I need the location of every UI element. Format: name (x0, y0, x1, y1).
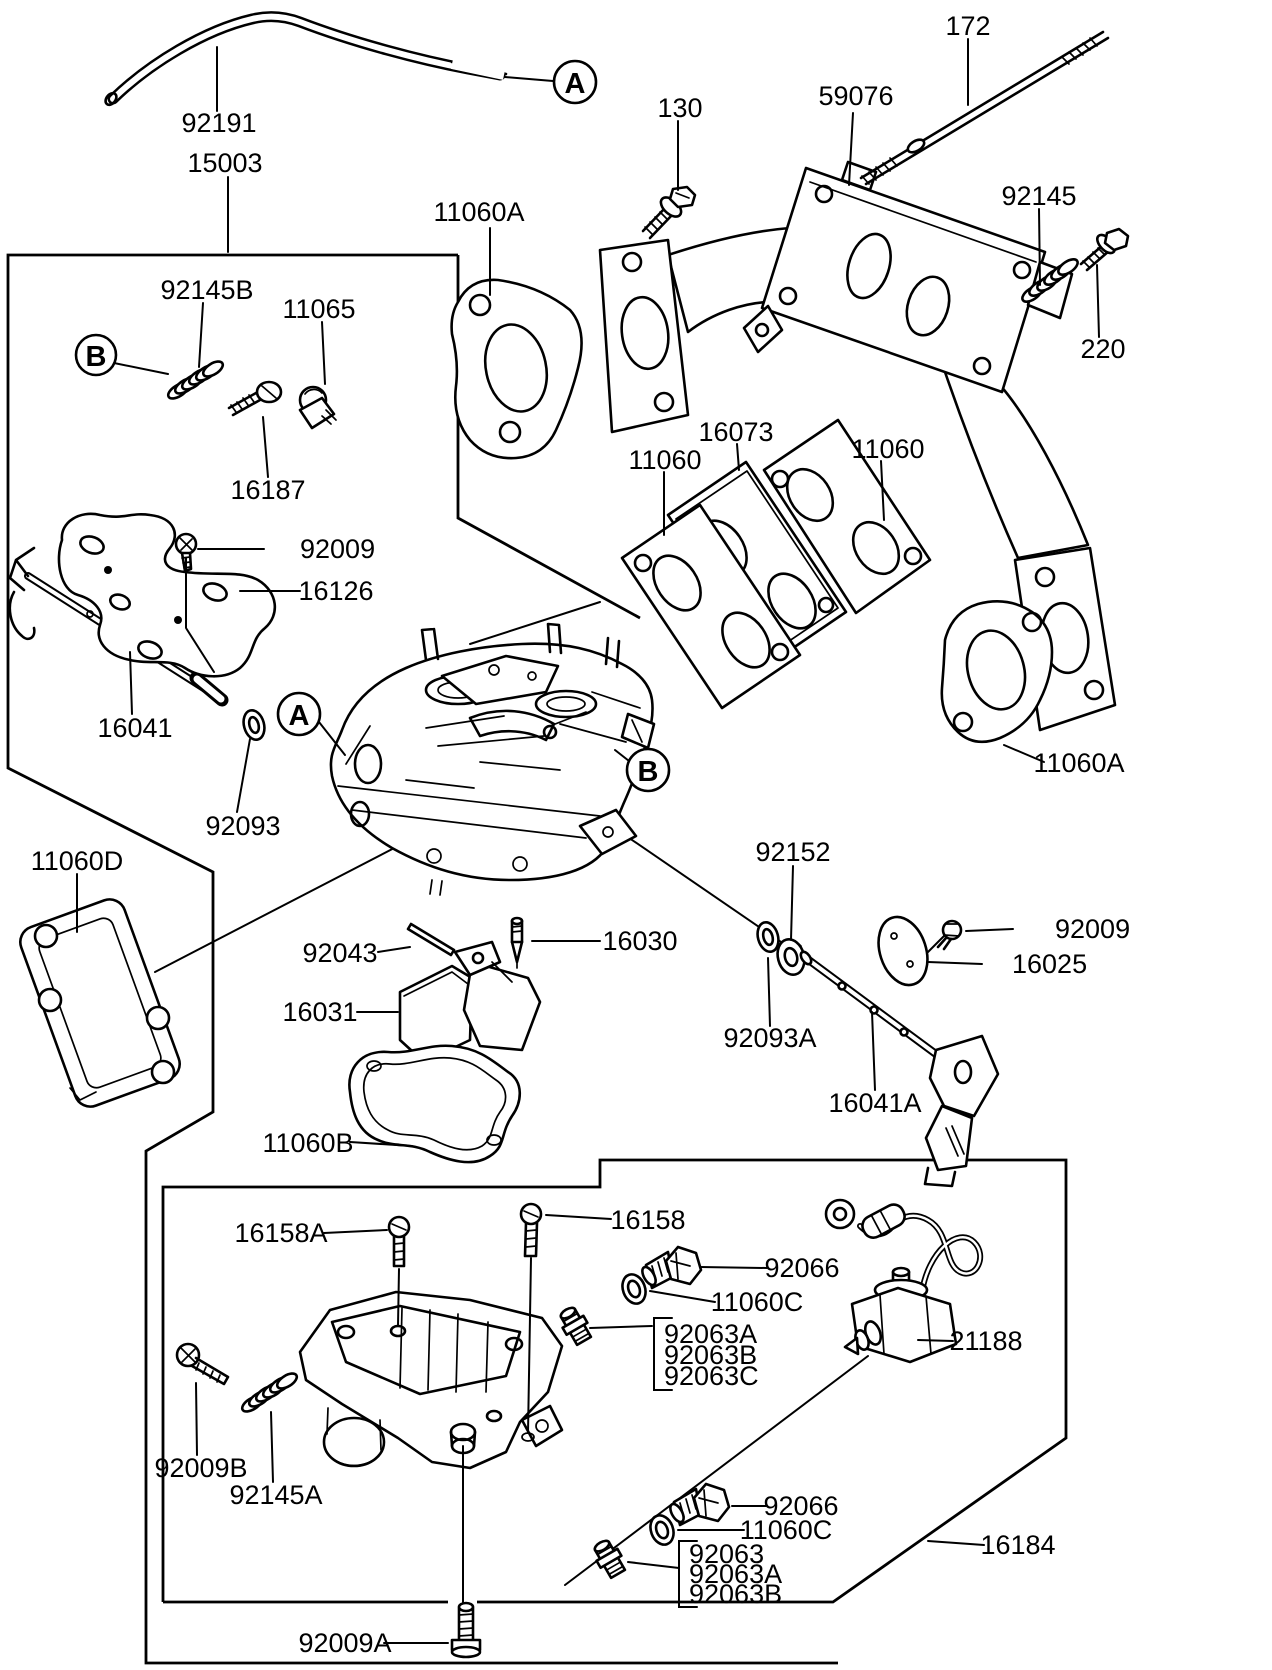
label-21188: 21188 (949, 1326, 1022, 1356)
part-screw-92009B (175, 1342, 230, 1386)
part-washer-92093 (242, 708, 266, 742)
leader-lines (76, 38, 1100, 1644)
part-choke-shaft-16041A (799, 950, 1000, 1188)
label-92063B-lower: 92063B (689, 1579, 782, 1609)
label-11060A-top: 11060A (433, 197, 524, 227)
label-16031: 16031 (282, 997, 357, 1027)
label-16073: 16073 (698, 417, 773, 447)
label-92043: 92043 (302, 938, 377, 968)
label-11060A-bottom: 11060A (1033, 748, 1124, 778)
part-spring-92145B (166, 360, 225, 400)
label-92009A: 92009A (298, 1628, 391, 1658)
callout-a-carburetor: A (276, 691, 322, 737)
label-92063A-lower: 92063A (689, 1559, 782, 1589)
part-bolt-220 (1079, 227, 1130, 272)
part-jet-92063-lower (593, 1539, 627, 1580)
label-92093A: 92093A (723, 1023, 816, 1053)
label-59076: 59076 (818, 81, 893, 111)
label-11060-right: 11060 (851, 434, 924, 464)
part-washer-11060C-upper (621, 1273, 647, 1305)
label-16158: 16158 (610, 1205, 685, 1235)
part-gasket-11060A-right (940, 600, 1054, 744)
callout-b-box: B (74, 333, 118, 377)
part-float-16031 (398, 940, 542, 1064)
part-carburetor-body-15003 (329, 622, 656, 896)
part-solenoid-21188 (824, 1198, 984, 1364)
part-needle-valve-16030 (510, 916, 524, 969)
label-92063A-upper: 92063A (664, 1319, 757, 1349)
label-11060C-lower: 11060C (740, 1515, 833, 1545)
label-130: 130 (657, 93, 702, 123)
label-92009-top: 92009 (300, 534, 375, 564)
part-float-pin-92043 (406, 922, 456, 957)
part-plug-92066-lower (669, 1482, 731, 1527)
part-screw-92009-top (174, 532, 198, 573)
label-11060B: 11060B (262, 1128, 353, 1158)
label-11060C-upper: 11060C (711, 1287, 804, 1317)
part-breather-hose-92191 (104, 11, 508, 107)
label-92066-upper: 92066 (764, 1253, 839, 1283)
label-11060-left: 11060 (628, 445, 701, 475)
callout-b-carburetor: B (625, 747, 671, 793)
part-stud-172 (859, 30, 1110, 186)
label-92066-lower: 92066 (763, 1491, 838, 1521)
label-16187: 16187 (230, 475, 305, 505)
label-92152: 92152 (755, 837, 830, 867)
label-220: 220 (1080, 334, 1125, 364)
part-plate-16126 (57, 512, 277, 678)
part-spring-92145 (1021, 258, 1079, 303)
label-11065: 11065 (282, 294, 355, 324)
part-gasket-11060A-left (450, 278, 583, 460)
callout-a-hose-letter: A (565, 68, 586, 100)
label-16030: 16030 (602, 926, 677, 956)
part-washer-11060C-lower (649, 1514, 675, 1546)
part-float-bowl (298, 1290, 564, 1470)
label-92145B: 92145B (160, 275, 253, 305)
label-16184: 16184 (980, 1530, 1055, 1560)
part-number-labels: 92191 15003 11060A 130 59076 172 92145 2… (31, 11, 1130, 1658)
label-92009B: 92009B (154, 1453, 247, 1483)
part-gasket-11060D (19, 898, 181, 1108)
callout-b-carb-letter: B (638, 756, 659, 788)
label-16041A: 16041A (828, 1088, 921, 1118)
label-92093: 92093 (205, 811, 280, 841)
label-92009-mid: 92009 (1055, 914, 1130, 944)
part-pilot-screw-16187 (227, 380, 283, 417)
label-92063C-upper: 92063C (664, 1361, 759, 1391)
part-screw-16158 (519, 1202, 543, 1258)
label-92063B-upper: 92063B (664, 1340, 757, 1370)
callout-a-carb-letter: A (289, 700, 310, 732)
part-screw-92009-mid (936, 919, 963, 951)
label-16126: 16126 (298, 576, 373, 606)
callout-a-hose: A (552, 59, 598, 105)
label-92191: 92191 (181, 108, 256, 138)
label-172: 172 (945, 11, 990, 41)
part-jet-92063-upper (559, 1306, 593, 1347)
label-92145A: 92145A (229, 1480, 322, 1510)
part-plug-92066-upper (641, 1245, 703, 1290)
callout-b-box-letter: B (86, 341, 107, 373)
part-washer-92093A (756, 920, 780, 954)
part-gasket-11060-right (762, 418, 932, 615)
label-16158A: 16158A (234, 1218, 327, 1248)
part-screw-16158A (387, 1215, 411, 1268)
part-bowl-gasket-11060B (348, 1044, 522, 1164)
part-drain-screw-92009A (450, 1601, 482, 1659)
part-gasket-11060-left (620, 503, 802, 710)
part-bolt-130 (641, 185, 697, 240)
label-92145: 92145 (1001, 181, 1076, 211)
label-16041: 16041 (97, 713, 172, 743)
part-throttle-stop-11065 (298, 385, 337, 430)
label-16025: 16025 (1012, 949, 1087, 979)
label-11060D: 11060D (31, 846, 124, 876)
part-spring-92145A (240, 1372, 299, 1413)
label-15003: 15003 (187, 148, 262, 178)
part-choke-plate-16025 (877, 915, 929, 987)
label-92063-lower: 92063 (689, 1539, 764, 1569)
